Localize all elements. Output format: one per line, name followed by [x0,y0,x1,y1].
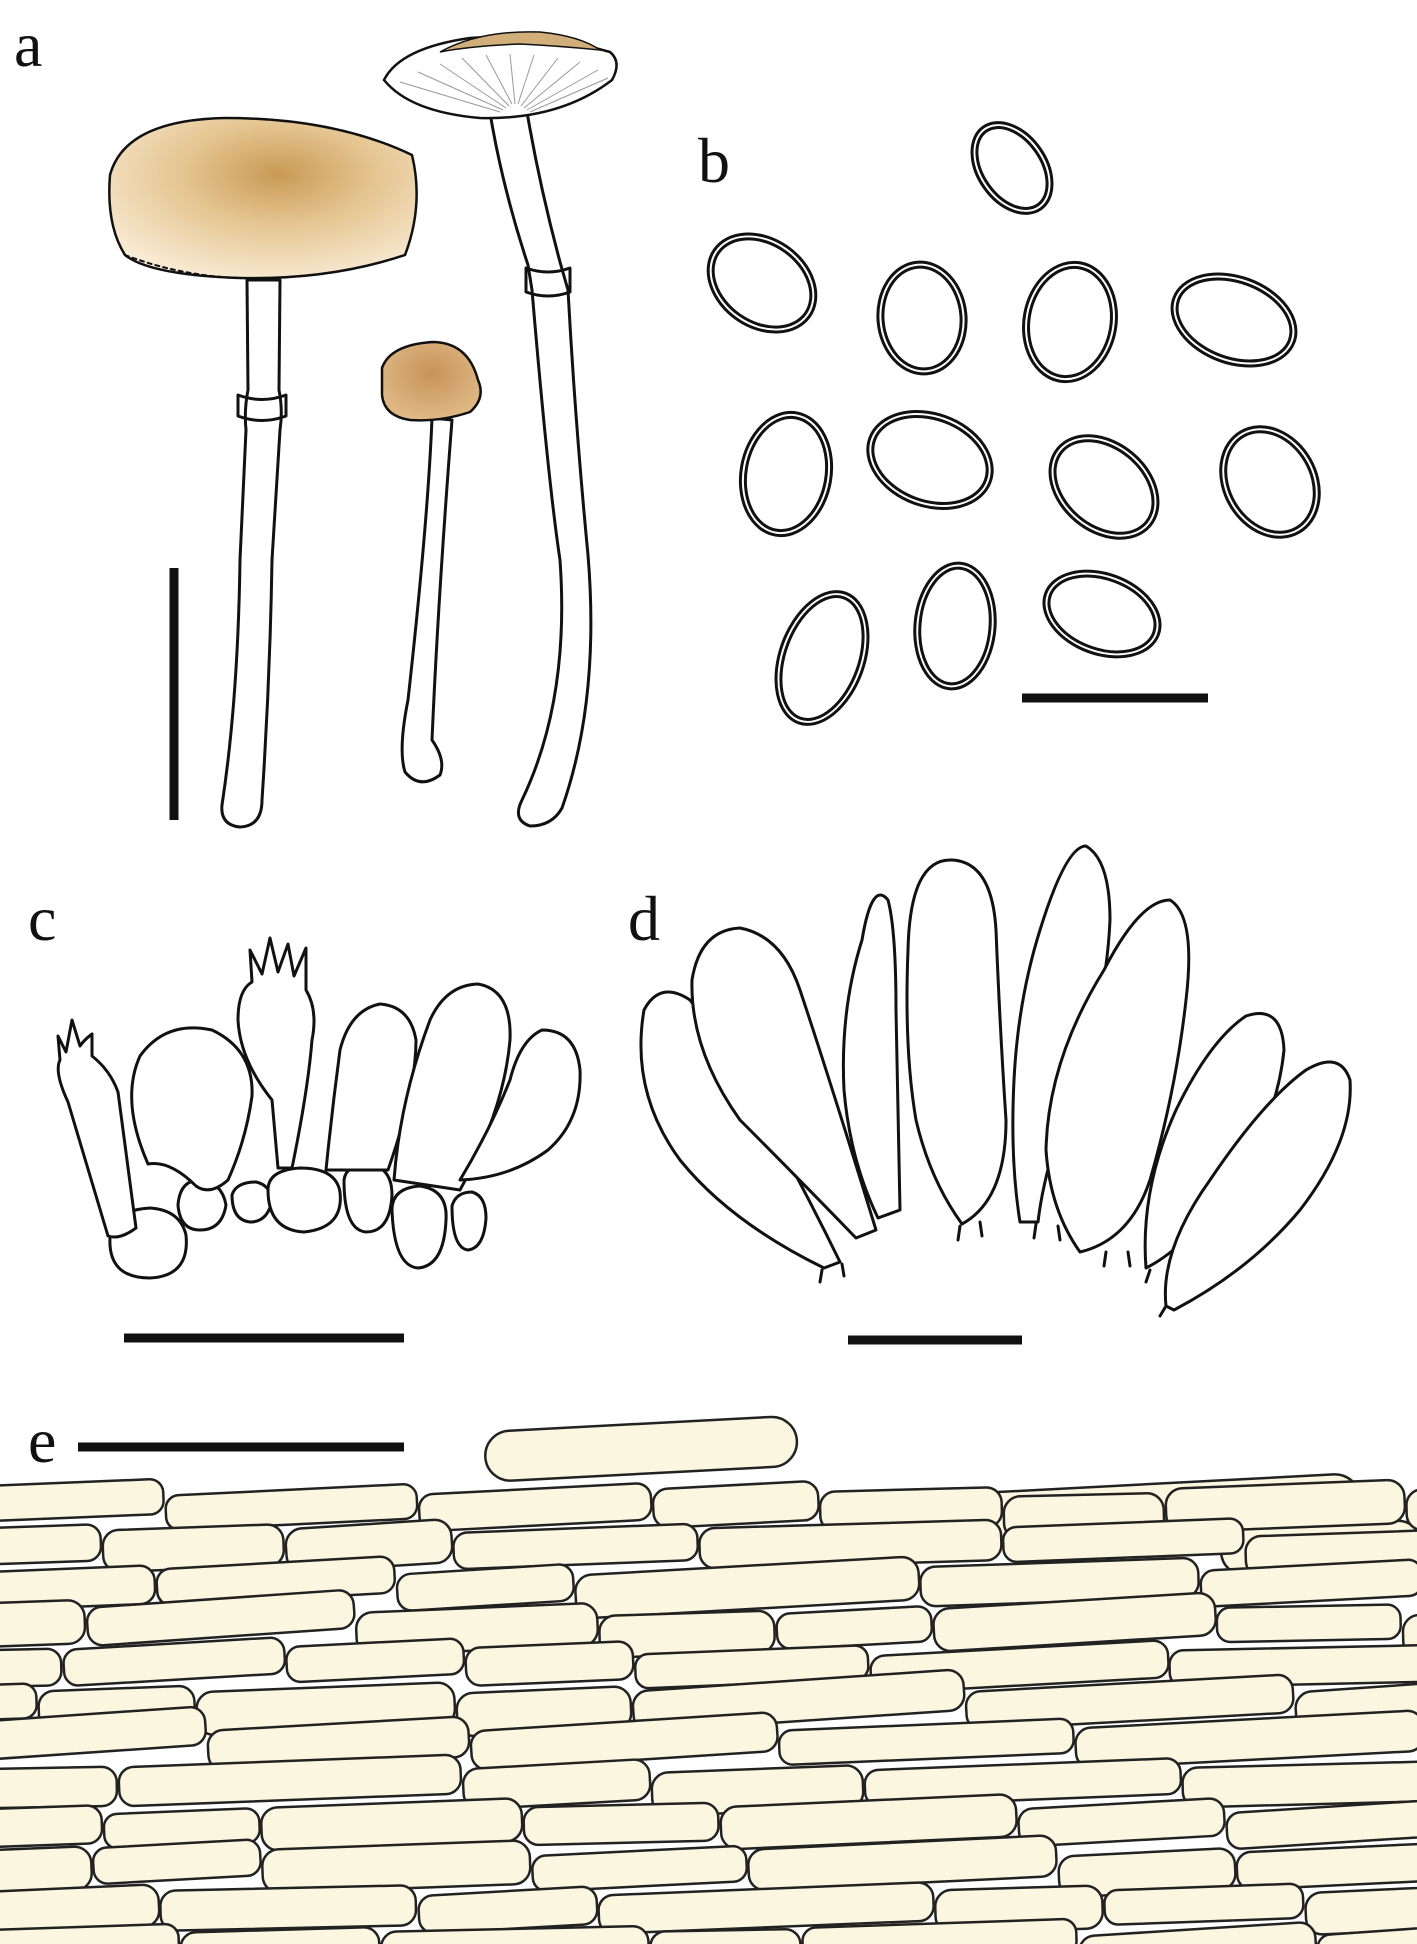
hypha-cell [1199,1558,1417,1608]
spore [1022,260,1118,384]
annulus-left [236,393,288,422]
spore [1048,434,1160,540]
spore [866,410,994,510]
hypha-cell [285,1637,466,1684]
hypha-cell [0,1523,103,1570]
spore [1042,569,1162,659]
hypha-cell [522,1801,720,1847]
hypha-cell [574,1555,921,1620]
hypha-cell [417,1482,653,1533]
spore-group [706,121,1321,726]
panel-b-basidiospores: b [698,121,1321,726]
hypha-cell [1215,1603,1402,1644]
hypha-cell [863,1757,1183,1807]
panel-label-b: b [698,125,730,196]
hypha-cell [1225,1797,1417,1850]
hypha-cell [0,1705,207,1767]
hypha-cell [1235,1841,1417,1891]
hypha-cell [775,1605,934,1651]
hypha-cell [91,1838,262,1885]
hypha-cell [777,1717,1075,1766]
hypha-cell [62,1636,287,1687]
hypha-cell [484,1415,799,1482]
hypha-cell [1405,1482,1417,1532]
cap-right-gills [382,35,618,120]
hypha-cell [117,1753,463,1808]
hypha-cell [597,1881,935,1935]
hypha-cell [379,1925,650,1944]
hypha-cell [452,1522,699,1571]
hypha-cell [531,1844,749,1893]
stipe-left [220,278,283,829]
panel-label-d: d [628,883,660,954]
hypha-cell [0,1804,104,1851]
spore [913,561,997,691]
stipe-right [486,98,593,828]
panel-e-pileipellis: e [0,1405,1417,1944]
hypha-cell [461,1758,652,1811]
cystidia-cluster [639,844,1352,1318]
spore [970,121,1054,215]
hypha-cell [0,1478,165,1526]
hypha-cell [0,1682,38,1725]
spore [774,590,870,726]
panel-label-e: e [28,1405,56,1476]
hypha-cell [395,1563,575,1612]
panel-c-basidia: c [28,883,582,1343]
hypha-cell [1401,1608,1417,1659]
hypha-cell [164,1483,419,1532]
spore [706,232,818,334]
hypha-cell [0,1647,63,1690]
panel-d-cheilocystidia: d [628,844,1352,1345]
hypha-cell [0,1845,93,1900]
hypha-cell [1017,1797,1226,1848]
hypha-cell [932,1591,1217,1653]
hypha-cell [0,1922,181,1944]
hyphae-layer [0,1415,1417,1944]
hypha-cell [179,1926,381,1944]
hypha-cell [0,1599,87,1652]
basidia-cluster [56,936,582,1280]
cap-margin-left [124,254,406,280]
hypha-cell [1103,1882,1305,1926]
spore [876,260,968,376]
hypha-cell [1181,1758,1417,1809]
spore [1170,272,1298,368]
hypha-cell [651,1480,820,1529]
spore [738,410,834,538]
hypha-cell [1316,1922,1417,1944]
hypha-cell [964,1673,1295,1731]
cap-right-top [439,31,603,53]
gill-lines [399,53,609,113]
hypha-cell [85,1589,356,1647]
spore [1219,425,1321,539]
hypha-cell [801,1917,1078,1944]
panel-label-c: c [28,883,56,954]
hypha-cell [1074,1709,1417,1770]
hypha-cell [1078,1921,1318,1944]
hypha-cell [1304,1876,1417,1936]
cap-small [380,340,482,422]
panel-label-a: a [14,9,42,80]
hypha-cell [464,1640,635,1687]
hypha-cell [159,1884,418,1932]
stipe-small [400,416,454,784]
cap-left [108,116,418,280]
panel-a-basidiomata: a [14,9,618,829]
annulus-right [524,266,572,298]
hypha-cell [1001,1517,1245,1564]
hypha-cell [649,1927,802,1944]
hypha-cell [0,1765,119,1811]
